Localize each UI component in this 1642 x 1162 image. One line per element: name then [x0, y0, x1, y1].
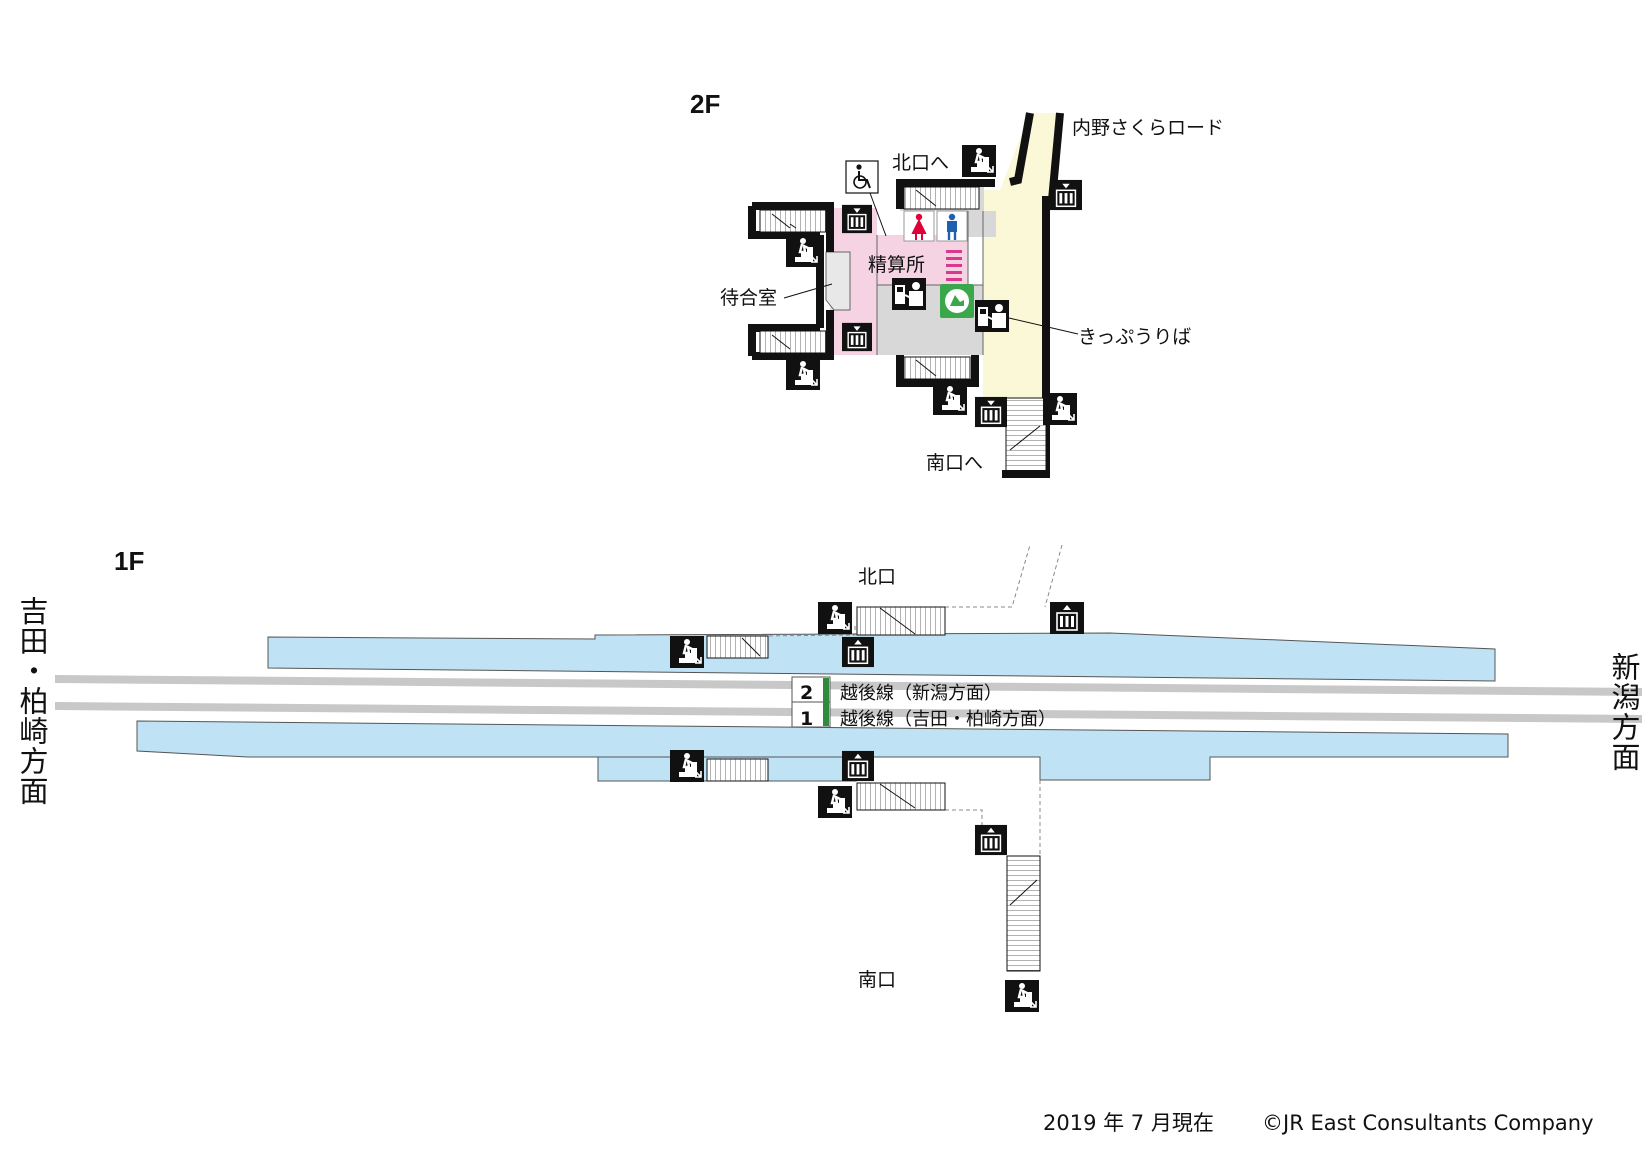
- floor-2f-label: 2F: [690, 89, 720, 119]
- stairs-icon: [670, 750, 704, 782]
- elevator-icon: [842, 636, 874, 668]
- platform-north: [267, 632, 1496, 682]
- stairs-icon: [818, 602, 852, 634]
- elevator-icon: [1050, 179, 1082, 211]
- road-label: 内野さくらロード: [1072, 117, 1224, 139]
- to-south-label: 南口へ: [926, 452, 983, 474]
- track-2-label: 越後線（新潟方面）: [840, 683, 1002, 704]
- stairs-1f-north: [856, 606, 946, 636]
- fare-adjustment-label: 精算所: [868, 254, 925, 276]
- ticket-machine-icon-sales: [975, 300, 1009, 332]
- stairs-1f-platform1: [706, 758, 769, 782]
- ticket-sales-label: きっぷうりば: [1078, 326, 1191, 348]
- platform-south: [136, 720, 1509, 781]
- direction-left-label: 吉田・柏崎方面: [15, 596, 49, 806]
- copyright: ©JR East Consultants Company: [1262, 1111, 1594, 1135]
- green-window-icon: [940, 284, 974, 318]
- ticket-machine-icon-fare: [892, 278, 926, 310]
- floor-1f-label: 1F: [114, 546, 144, 576]
- track-number-1: 1: [800, 708, 813, 730]
- echigo-line-color-bar: [823, 678, 829, 726]
- direction-right-label: 新潟方面: [1607, 652, 1641, 772]
- elevator-icon: [975, 396, 1007, 428]
- date-note: 2019 年 7 月現在: [1043, 1111, 1214, 1135]
- stairs-icon: [1043, 393, 1077, 425]
- stairs-2f-nw: [759, 209, 827, 233]
- stairs-1f-south-exit: [1006, 855, 1041, 972]
- stairs-icon: [1005, 980, 1039, 1012]
- waiting-room: [825, 251, 851, 311]
- stairs-icon: [962, 145, 996, 177]
- stairs-2f-south: [903, 356, 971, 380]
- track-2: [55, 675, 1642, 696]
- north-exit-label: 北口: [858, 566, 896, 588]
- waiting-room-label: 待合室: [720, 287, 777, 309]
- south-exit-label: 南口: [858, 969, 896, 991]
- stairs-icon: [670, 636, 704, 668]
- stairs-icon: [933, 383, 967, 415]
- track-1: [55, 702, 1642, 723]
- stairs-2f-south-exit: [1005, 397, 1047, 475]
- stairs-icon: [786, 358, 820, 390]
- elevator-icon: [1050, 602, 1084, 634]
- stairs-1f-platform2: [706, 635, 769, 659]
- stairs-icon: [818, 786, 852, 818]
- elevator-icon: [842, 322, 872, 352]
- elevator-icon: [975, 824, 1007, 856]
- track-1-label: 越後線（吉田・柏崎方面）: [840, 709, 1056, 730]
- elevator-icon: [842, 750, 874, 782]
- stairs-icon: [786, 235, 820, 267]
- stairs-2f-sw: [759, 330, 827, 354]
- stairs-1f-south: [856, 782, 946, 811]
- stairs-2f-north: [903, 186, 980, 210]
- to-north-label: 北口へ: [892, 152, 949, 174]
- track-number-2: 2: [800, 682, 813, 704]
- ticket-gates: [946, 250, 962, 281]
- elevator-icon: [842, 204, 872, 234]
